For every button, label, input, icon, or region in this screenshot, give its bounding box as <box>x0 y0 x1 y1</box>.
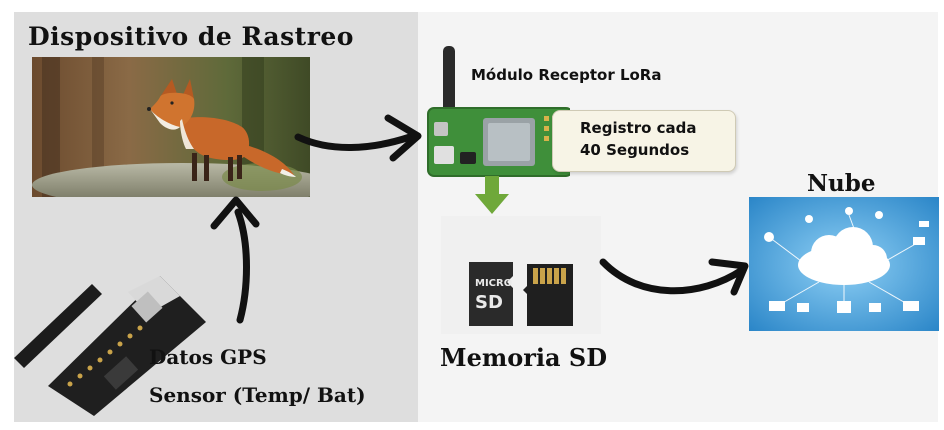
logging-interval-line1: Registro cada <box>580 119 697 137</box>
antenna <box>443 46 455 122</box>
lora-receiver-board <box>420 44 573 180</box>
tracker-board <box>10 266 210 416</box>
tracker-antenna <box>14 284 102 368</box>
tracker-pcb <box>48 276 206 416</box>
sensor-data-label: Sensor (Temp/ Bat) <box>149 383 366 407</box>
microsd-micro-text: MICRO <box>475 278 512 289</box>
sd-memory-title: Memoria SD <box>440 343 608 372</box>
logging-interval-line2: 40 Segundos <box>580 141 690 159</box>
cloud-title: Nube <box>807 170 876 197</box>
lora-module-title: Módulo Receptor LoRa <box>471 66 662 84</box>
cloud-shape <box>798 227 890 285</box>
tracking-device-title: Dispositivo de Rastreo <box>28 22 354 51</box>
cloud-network-image <box>749 197 939 331</box>
microsd-sd-text: SD <box>475 292 503 313</box>
microsd-card <box>469 262 513 326</box>
gps-data-label: Datos GPS <box>149 345 267 369</box>
logging-note-box <box>552 110 736 172</box>
fox-photo <box>32 57 310 197</box>
fox-figure <box>147 79 296 181</box>
sd-card-image: MICRO SD <box>441 216 601 334</box>
